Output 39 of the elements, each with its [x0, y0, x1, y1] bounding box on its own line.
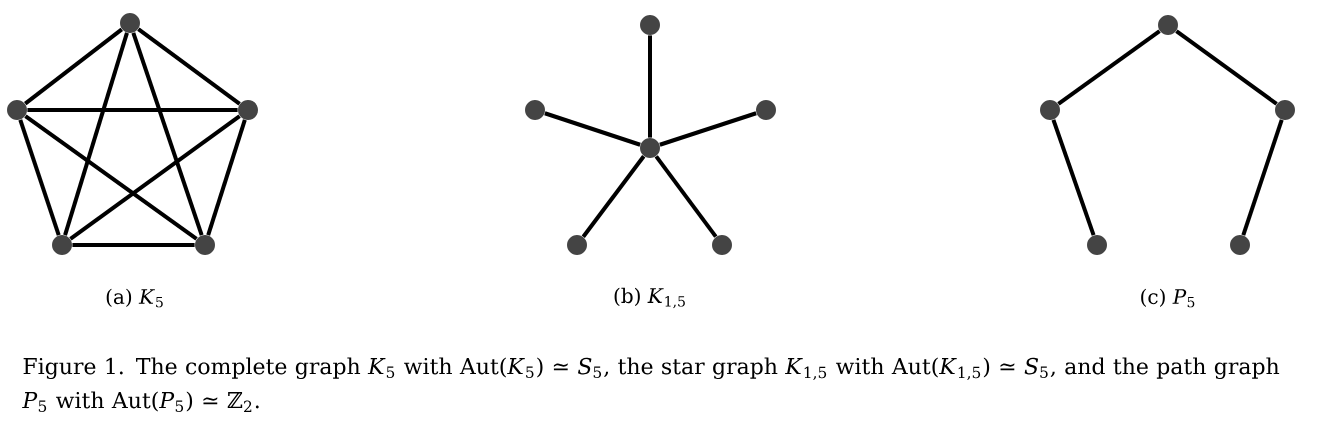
graph-vertex	[525, 100, 545, 120]
graph-edge	[1057, 29, 1161, 106]
graph-edge	[1241, 119, 1284, 236]
graph-edge	[648, 35, 652, 138]
graph-vertex	[640, 138, 660, 158]
graph-edge	[18, 119, 61, 236]
graph-edge	[1175, 29, 1278, 106]
graph-edge	[137, 27, 241, 106]
graph-vertex	[1158, 15, 1178, 35]
graph-edge	[24, 114, 198, 241]
subfigure-label: (b) K$_{1,5}$	[614, 287, 685, 309]
graph-edge	[659, 111, 757, 147]
graph-vertex	[52, 235, 72, 255]
graph-edge	[654, 155, 718, 238]
graph-edge	[72, 243, 195, 247]
graph-edge	[63, 32, 129, 236]
graph-vertex	[1087, 235, 1107, 255]
graph-vertex	[120, 13, 140, 33]
graph-edge	[544, 111, 641, 147]
graph-edge	[1051, 119, 1096, 236]
graph-vertex	[7, 100, 27, 120]
graph-vertex	[238, 100, 258, 120]
graph-edge	[69, 114, 241, 241]
graph-vertex	[1040, 100, 1060, 120]
graph-vertex	[195, 235, 215, 255]
graph-edge	[27, 108, 238, 112]
graph-edge	[206, 119, 247, 236]
graph-edge	[24, 27, 123, 106]
graph-vertex	[756, 100, 776, 120]
graph-vertex	[1275, 100, 1295, 120]
graph-edge	[131, 32, 204, 236]
graph-edge	[581, 155, 646, 238]
subfigure-label: (c) P$_{5}$	[1141, 288, 1195, 308]
graph-vertex	[640, 15, 660, 35]
figure-caption: Figure 1. The complete graph K$_{5}$ with Aut(K$_{5}$) ≃ S$_{5}$, the star graph K$_{1,5}$ with Aut(K$_{1,5}$) ≃ S$_{5}$, and the path graph P$_{5}$ with Aut(P$_{5}$) ≃ ℤ$_{2}$.	[22, 357, 1280, 412]
subfigure-label: (a) K$_{5}$	[106, 288, 163, 308]
graph-vertex	[712, 235, 732, 255]
graph-vertex	[1230, 235, 1250, 255]
graph-vertex	[567, 235, 587, 255]
